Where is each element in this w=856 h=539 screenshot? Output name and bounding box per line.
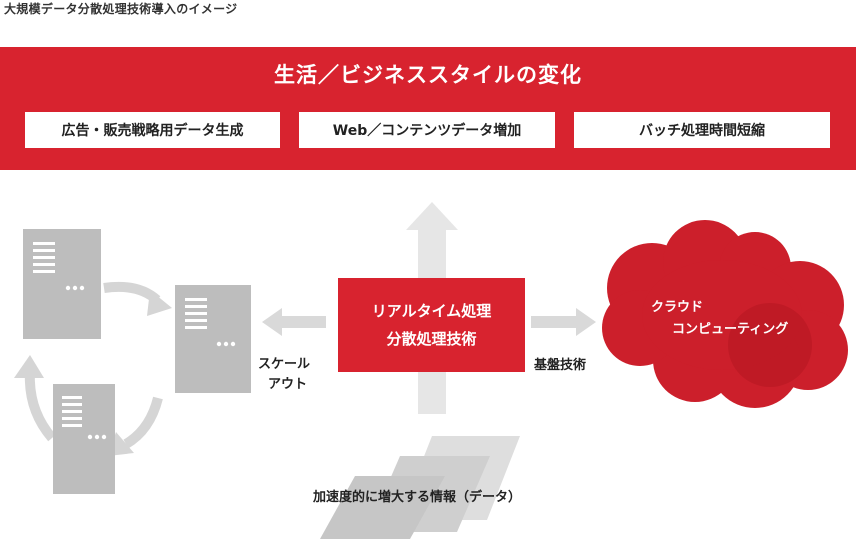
base-tech-label: 基盤技術 — [534, 358, 587, 373]
server-icon — [175, 285, 251, 393]
center-line2: 分散処理技術 — [386, 330, 477, 348]
banner-box-batch-time: バッチ処理時間短縮 — [574, 112, 830, 148]
data-label: 加速度的に増大する情報（データ） — [313, 490, 522, 505]
cloud-icon — [602, 220, 848, 408]
lifestyle-banner: 生活／ビジネススタイルの変化 広告・販売戦略用データ生成 Web／コンテンツデー… — [0, 47, 856, 170]
arrow-left-icon — [262, 308, 326, 336]
banner-title: 生活／ビジネススタイルの変化 — [274, 63, 582, 87]
cloud-line1: クラウド — [651, 300, 704, 315]
center-line1: リアルタイム処理 — [371, 302, 492, 320]
server-icon — [23, 229, 101, 339]
banner-box-ad-data: 広告・販売戦略用データ生成 — [25, 112, 280, 148]
banner-box-web-content: Web／コンテンツデータ増加 — [299, 112, 555, 148]
data-layer-icon — [320, 436, 520, 539]
page-title: 大規模データ分散処理技術導入のイメージ — [4, 2, 238, 16]
arrow-right-icon — [531, 308, 596, 336]
cloud-line2: コンピューティング — [672, 322, 789, 337]
scaleout-line2: アウト — [268, 377, 308, 392]
scaleout-label: スケール アウト — [258, 355, 310, 395]
scaleout-line1: スケール — [258, 357, 311, 372]
realtime-processing-box: リアルタイム処理 分散処理技術 — [338, 278, 525, 372]
server-icon — [53, 384, 115, 494]
